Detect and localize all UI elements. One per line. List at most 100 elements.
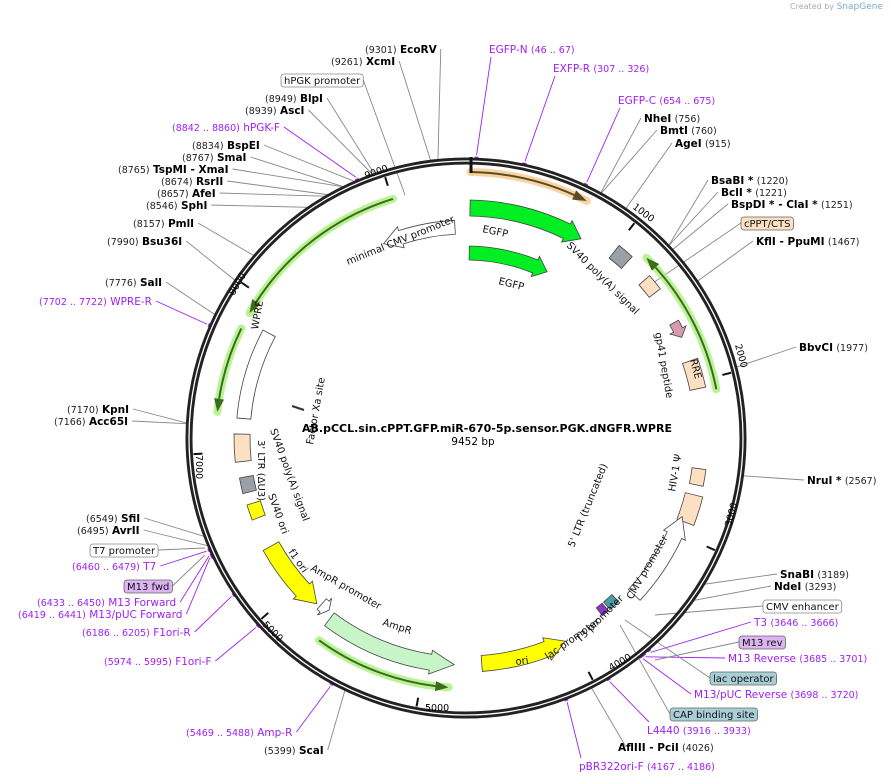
primer-f1ori-r[interactable]: (6186 .. 6205) F1ori-R — [82, 627, 191, 639]
feature-tag-lac-operator[interactable]: lac operator — [709, 671, 777, 686]
enzyme-site-pmli[interactable]: (8157) PmlI — [133, 218, 194, 230]
enzyme-site-ecorv[interactable]: (9301) EcoRV — [365, 44, 438, 56]
tick-mark — [384, 176, 389, 187]
minimal-cmv-feature — [382, 219, 456, 249]
enzyme-site-sali[interactable]: (7776) SalI — [105, 277, 162, 289]
feature-tag-cmv-enhancer[interactable]: CMV enhancer — [762, 599, 843, 614]
leader-line — [143, 529, 208, 547]
feature-tag-hpgk-promoter[interactable]: hPGK promoter — [280, 73, 364, 88]
leader-line — [172, 554, 206, 587]
leader-line — [654, 641, 740, 661]
enzyme-site-bspdi[interactable]: BspDI * - ClaI * (1251) — [731, 199, 853, 211]
primer-m13-puc-reverse[interactable]: M13/pUC Reverse (3698 .. 3720) — [694, 689, 858, 701]
enzyme-site-agei[interactable]: AgeI (915) — [675, 138, 731, 150]
primer-t3[interactable]: T3 (3646 .. 3666) — [753, 617, 838, 629]
primer-exfp-r[interactable]: EXFP-R (307 .. 326) — [553, 63, 649, 75]
enzyme-site-afliii[interactable]: AflIII - PciI (4026) — [618, 742, 714, 754]
feature-tag-m13-fwd[interactable]: M13 fwd — [123, 579, 173, 594]
enzyme-site-tspmi[interactable]: (8765) TspMI - XmaI — [118, 164, 229, 176]
gp41-peptide-feature — [668, 319, 687, 338]
feature-label: HIV-1 Ψ — [667, 453, 684, 492]
tick-label: 5000 — [425, 703, 449, 714]
primer-l4440[interactable]: L4440 (3916 .. 3933) — [647, 725, 751, 737]
ampr-orf — [318, 639, 436, 688]
enzyme-site-rsrii[interactable]: (8674) RsrII — [161, 176, 223, 188]
wpre-orf — [218, 327, 243, 400]
enzyme-site-bmti[interactable]: BmtI (760) — [660, 125, 717, 137]
feature-label: AmpR — [381, 617, 413, 637]
enzyme-site-bsabi[interactable]: BsaBI * (1220) — [711, 175, 788, 187]
enzyme-site-sphi[interactable]: (8546) SphI — [146, 200, 207, 212]
enzyme-site-bspei[interactable]: (8834) BspEI — [192, 140, 260, 152]
primer-leader — [185, 557, 211, 615]
leader-line — [398, 60, 431, 161]
primer-leader — [296, 686, 331, 733]
sv40-ori-feature — [246, 500, 266, 521]
enzyme-site-smai[interactable]: (8767) SmaI — [182, 152, 246, 164]
enzyme-site-nrui[interactable]: NruI * (2567) — [807, 475, 876, 487]
feature-tag-cppt-cts[interactable]: cPPT/CTS — [740, 216, 794, 231]
primer-leader — [586, 107, 621, 183]
feature-tag-text: M13 fwd — [127, 582, 169, 593]
enzyme-site-xcmi[interactable]: (9261) XcmI — [331, 56, 395, 68]
orf-right — [654, 266, 718, 390]
feature-tag-m13-rev[interactable]: M13 rev — [738, 635, 786, 650]
feature-label: EGFP — [497, 276, 525, 293]
factor-xa-mark — [291, 405, 305, 411]
primer-t7[interactable]: (6460 .. 6479) T7 — [72, 561, 156, 573]
primer-amp-r[interactable]: (5469 .. 5488) Amp-R — [186, 727, 292, 739]
feature-tag-cap-binding-site[interactable]: CAP binding site — [669, 707, 758, 722]
leader-line — [619, 624, 671, 715]
enzyme-site-bbvci[interactable]: BbvCI (1977) — [799, 342, 868, 354]
primer-hpgk-f[interactable]: (8842 .. 8860) hPGK-F — [172, 122, 280, 134]
leader-line — [165, 281, 215, 315]
enzyme-site-avrii[interactable]: (6495) AvrII — [77, 525, 140, 537]
feature-label: 3' LTR (ΔU3) — [255, 440, 266, 501]
enzyme-site-kfli[interactable]: KflI - PpuMI (1467) — [756, 236, 859, 248]
leader-line — [197, 222, 254, 256]
hiv-psi-feature — [688, 467, 707, 487]
feature-tag-text: hPGK promoter — [284, 76, 361, 87]
primer-egfp-n[interactable]: EGFP-N (46 .. 67) — [489, 44, 575, 56]
3ltr-feature — [233, 433, 252, 463]
feature-label: SV40 poly(A) signal — [564, 240, 641, 317]
feature-tag-t7-promoter[interactable]: T7 promoter — [89, 543, 159, 558]
enzyme-site-asci[interactable]: (8939) AscI — [245, 105, 304, 117]
primer-leader — [283, 126, 357, 178]
primer-leader — [645, 656, 726, 659]
feature-label: minimal CMV promoter — [345, 214, 457, 268]
primer-m13-reverse[interactable]: M13 Reverse (3685 .. 3701) — [728, 653, 867, 665]
enzyme-site-kpni[interactable]: (7170) KpnI — [67, 404, 129, 416]
enzyme-site-acc65i[interactable]: (7166) Acc65I — [54, 416, 128, 428]
feature-label: ori — [515, 655, 529, 668]
enzyme-site-scai[interactable]: (5399) ScaI — [264, 745, 324, 757]
primer-leader — [524, 75, 556, 162]
enzyme-site-sfii[interactable]: (6549) SfiI — [86, 513, 140, 525]
leader-line — [144, 517, 204, 537]
leader-line — [232, 168, 343, 188]
primer-egfp-c[interactable]: EGFP-C (654 .. 675) — [618, 95, 715, 107]
leader-line — [591, 688, 627, 748]
enzyme-site-nhei[interactable]: NheI (756) — [644, 113, 700, 125]
sv40-polya-feature — [608, 244, 633, 269]
primer-leader — [650, 621, 752, 653]
leader-line — [736, 346, 797, 368]
orf-right-highlight — [642, 253, 721, 394]
primer-pbr322ori-f[interactable]: pBR322ori-F (4167 .. 4186) — [579, 761, 715, 773]
egfp-orf-highlight — [466, 168, 591, 205]
leader-line — [600, 117, 642, 193]
primer-m13-forward[interactable]: (6433 .. 6450) M13 Forward — [37, 597, 176, 609]
enzyme-site-afei[interactable]: (8657) AfeI — [157, 188, 216, 200]
primer-f1ori-f[interactable]: (5974 .. 5995) F1ori-F — [104, 656, 211, 668]
enzyme-site-bcli[interactable]: BclI * (1221) — [721, 187, 787, 199]
5ltr-feature — [676, 492, 704, 526]
enzyme-site-snabi[interactable]: SnaBI (3189) — [780, 569, 849, 581]
primer-m13-puc-forward[interactable]: (6419 .. 6441) M13/pUC Forward — [18, 609, 182, 621]
primer-wpre-r[interactable]: (7702 .. 7722) WPRE-R — [39, 296, 152, 308]
primer-leader — [642, 658, 692, 695]
enzyme-site-blpi[interactable]: (8949) BlpI — [265, 93, 323, 105]
primer-leader — [155, 300, 208, 325]
enzyme-site-bsu36i[interactable]: (7990) Bsu36I — [107, 236, 182, 248]
enzyme-site-ndei[interactable]: NdeI (3293) — [774, 581, 836, 593]
